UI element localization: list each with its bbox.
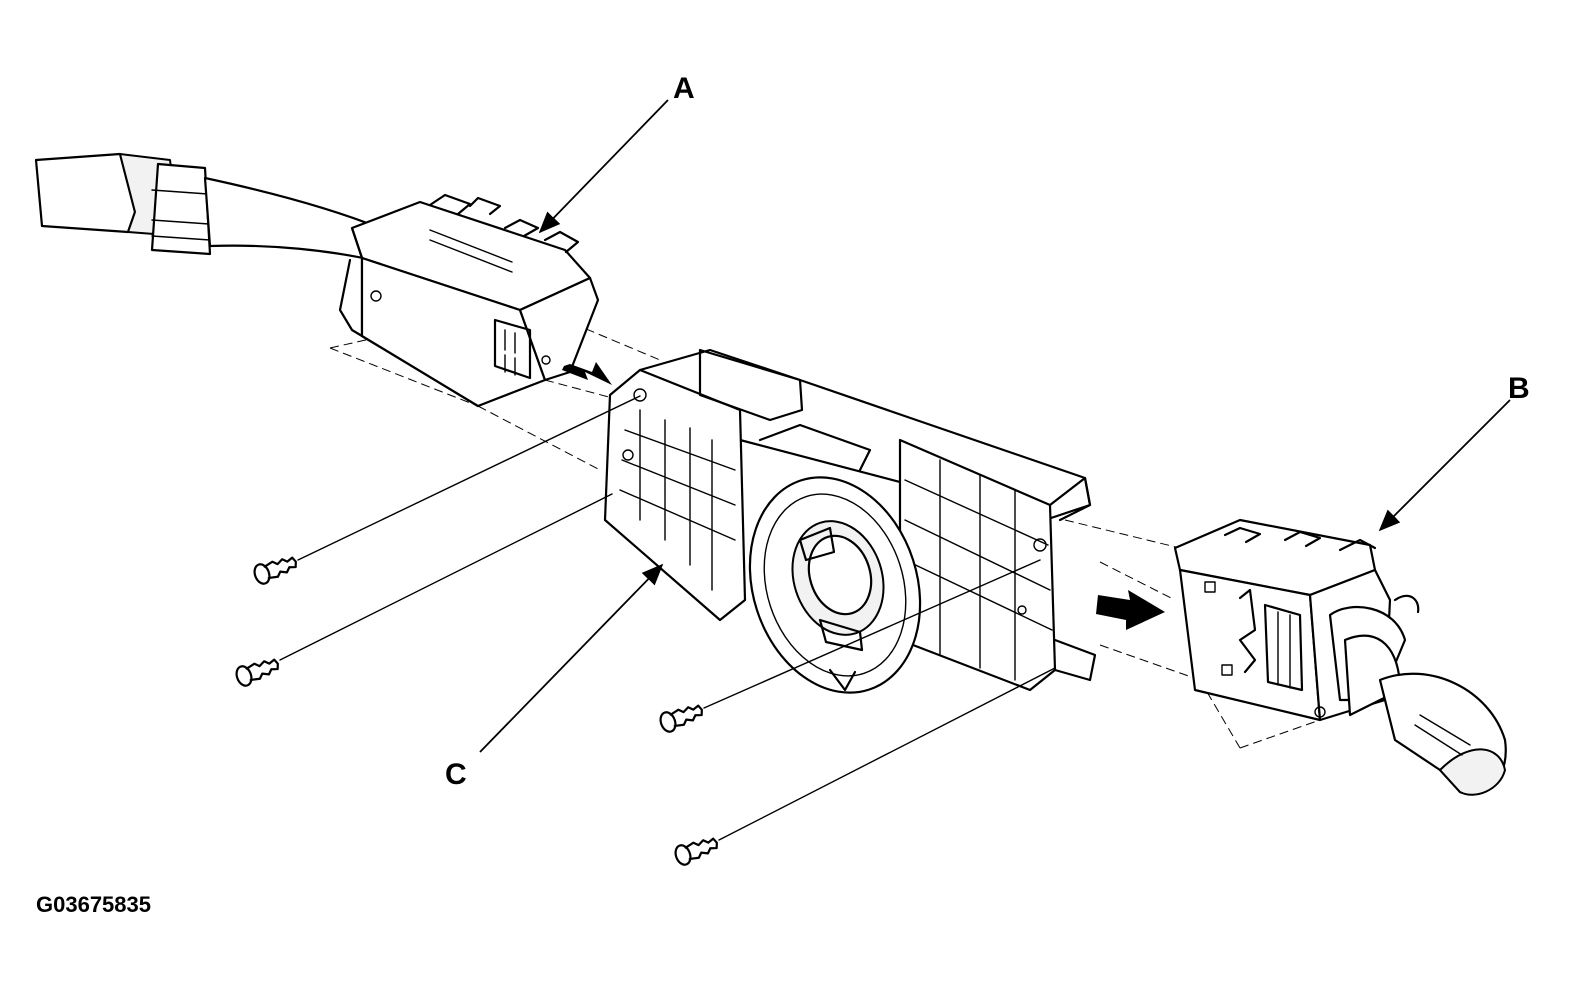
figure-code: G03675835 <box>36 892 151 917</box>
left-switch-lever <box>34 152 384 264</box>
right-switch-lever <box>1328 594 1507 796</box>
screw-2 <box>235 658 279 687</box>
callout-label-c: C <box>445 758 467 791</box>
screw-3 <box>659 704 703 733</box>
switch-a <box>338 193 600 408</box>
direction-arrows <box>560 362 1165 630</box>
arrow-left-bold <box>560 362 612 385</box>
switch-body-c <box>603 348 1097 694</box>
screws <box>235 395 1056 866</box>
callout-label-b: B <box>1508 372 1530 405</box>
leader-b <box>1378 399 1511 532</box>
leader-a <box>538 99 669 234</box>
screw-1 <box>253 556 297 585</box>
leader-lines <box>479 99 1511 753</box>
arrow-right-bold <box>1096 590 1165 630</box>
callout-label-a: A <box>673 72 695 105</box>
screw-4 <box>674 837 718 866</box>
leader-c <box>479 563 664 753</box>
